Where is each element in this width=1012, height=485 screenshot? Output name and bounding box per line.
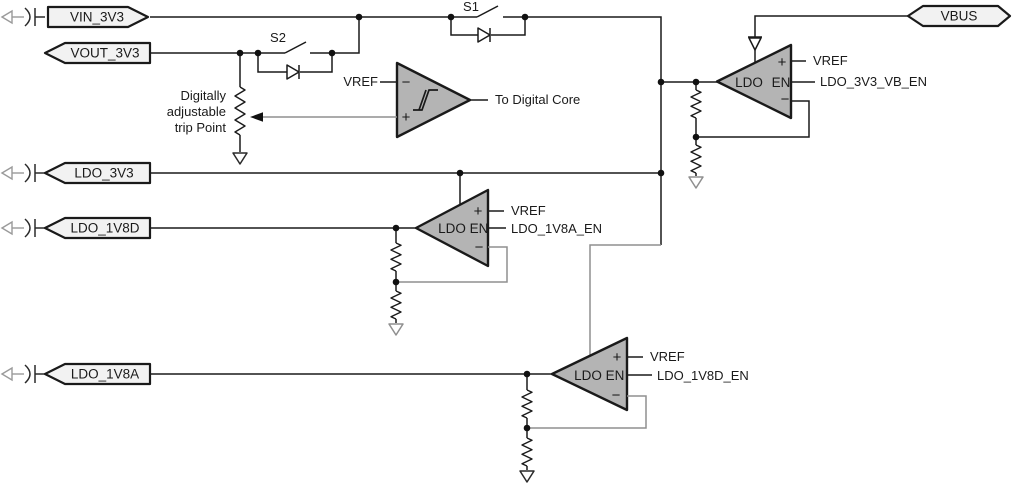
- switch-s2-label: S2: [270, 30, 286, 45]
- ldo-minus-pin: −: [475, 239, 484, 256]
- ground-icon: [519, 470, 535, 483]
- tag-shape: [906, 4, 1012, 28]
- comparator-plus-pin: +: [402, 109, 411, 126]
- ldo-plus-pin: +: [778, 54, 787, 71]
- comparator-vref-label: VREF: [343, 74, 378, 89]
- vref-label: VREF: [511, 203, 546, 218]
- schmitt-hysteresis-icon: [413, 89, 438, 111]
- switch-s2-lever: [284, 41, 307, 54]
- ldo-minus-pin: −: [781, 91, 790, 108]
- ldo-en-pin: EN: [772, 75, 791, 90]
- offpage-connector-icon: [1, 364, 46, 384]
- s1-bypass-diode-icon: [477, 27, 491, 43]
- ground-icon: [232, 152, 248, 165]
- ldo-label: LDO: [438, 221, 466, 236]
- tag-label: VOUT_3V3: [70, 46, 139, 61]
- tag-vin-3v3: VIN_3V3: [46, 5, 150, 29]
- ground-icon: [688, 176, 704, 189]
- ldo-plus-pin: +: [474, 203, 483, 220]
- ldo-block-3v3-vb: + − LDO EN VREF LDO_3V3_VB_EN: [696, 43, 927, 138]
- net-vin-3v3: [150, 5, 662, 245]
- trip-point-resistor: [232, 53, 248, 165]
- resistor-icon: [521, 389, 533, 419]
- ldo-block-1v8d: + − LDO EN VREF LDO_1V8A_EN: [396, 188, 602, 283]
- tag-vbus: VBUS: [906, 4, 1012, 28]
- tag-label: LDO_1V8A: [71, 367, 139, 382]
- tag-ldo-1v8a: LDO_1V8A: [43, 362, 152, 386]
- ldo-en-pin: EN: [470, 221, 489, 236]
- junction-dots: [236, 13, 700, 432]
- resistor-icon: [690, 144, 702, 174]
- offpage-connector-icon: [1, 218, 46, 238]
- vref-label: VREF: [650, 349, 685, 364]
- tag-shape: [43, 41, 152, 65]
- net-vbus: [748, 15, 908, 63]
- tag-shape: [43, 362, 152, 386]
- tag-ldo-3v3: LDO_3V3: [43, 161, 152, 185]
- enable-signal-label: LDO_3V3_VB_EN: [820, 74, 927, 89]
- vbus-diode-icon: [748, 36, 762, 51]
- schmitt-hysteresis-icon: [418, 89, 427, 111]
- ground-icon: [388, 323, 404, 336]
- comparator-output-label: To Digital Core: [495, 92, 580, 107]
- tag-label: LDO_1V8D: [70, 221, 139, 236]
- resistor-icon: [390, 290, 402, 320]
- switch-s1-label: S1: [463, 0, 479, 14]
- resistor-icon: [390, 242, 402, 272]
- net-vout-3v3: [150, 17, 360, 73]
- ldo-label: LDO: [735, 75, 763, 90]
- ldo-plus-pin: +: [613, 349, 622, 366]
- resistor-icon: [521, 437, 533, 467]
- ldo-block-1v8a: + − LDO EN VREF LDO_1V8D_EN: [527, 336, 749, 429]
- ldo-minus-pin: −: [612, 387, 621, 404]
- vref-label: VREF: [813, 53, 848, 68]
- svg-text:Digitally: Digitally: [180, 88, 226, 103]
- offpage-connector-icon: [1, 7, 46, 27]
- enable-signal-label: LDO_1V8D_EN: [657, 368, 749, 383]
- ldo-en-pin: EN: [606, 368, 625, 383]
- tag-label: LDO_3V3: [74, 166, 133, 181]
- resistor-icon: [234, 86, 246, 136]
- ldo3-input-wire: [589, 244, 661, 356]
- enable-signal-label: LDO_1V8A_EN: [511, 221, 602, 236]
- comparator-minus-pin: −: [402, 74, 411, 91]
- comparator-body: [395, 61, 472, 139]
- comparator: − + VREF To Digital Core: [250, 61, 580, 139]
- svg-text:adjustable: adjustable: [167, 104, 226, 119]
- tag-shape: [43, 161, 152, 185]
- switch-s1-lever: [476, 5, 499, 18]
- wiper-arrow-icon: [250, 112, 263, 122]
- tag-label: VBUS: [941, 9, 978, 24]
- ldo-label: LDO: [574, 368, 602, 383]
- ldo-body: [550, 336, 629, 412]
- tag-ldo-1v8d: LDO_1V8D: [43, 216, 152, 240]
- tag-shape: [43, 216, 152, 240]
- trip-point-note: Digitally adjustable trip Point: [167, 88, 227, 135]
- resistor-icon: [690, 89, 702, 119]
- tag-label: VIN_3V3: [70, 10, 124, 25]
- tag-shape: [46, 5, 150, 29]
- offpage-connector-icon: [1, 163, 46, 183]
- tag-vout-3v3: VOUT_3V3: [43, 41, 152, 65]
- s2-bypass-diode-icon: [286, 64, 300, 80]
- svg-text:trip Point: trip Point: [175, 120, 227, 135]
